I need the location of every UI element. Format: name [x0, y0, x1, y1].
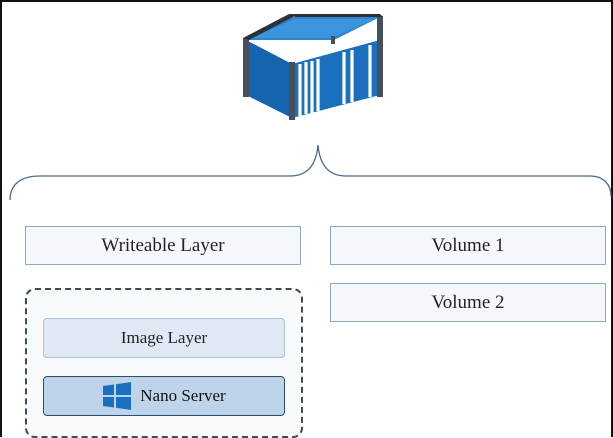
nano-server-label: Nano Server [140, 386, 226, 405]
volume-2-label: Volume 2 [431, 291, 505, 313]
writeable-layer-label: Writeable Layer [101, 234, 225, 256]
volume-2-box: Volume 2 [330, 283, 606, 322]
image-layer-box: Image Layer [43, 318, 285, 358]
image-layer-label: Image Layer [120, 328, 208, 347]
shipping-container-icon [243, 14, 383, 120]
volume-1-box: Volume 1 [330, 226, 606, 265]
volume-1-label: Volume 1 [431, 234, 505, 256]
windows-logo-icon [103, 382, 132, 410]
grouping-brace [9, 144, 612, 201]
writeable-layer-box: Writeable Layer [25, 226, 301, 265]
nano-server-box: Nano Server [43, 376, 285, 416]
